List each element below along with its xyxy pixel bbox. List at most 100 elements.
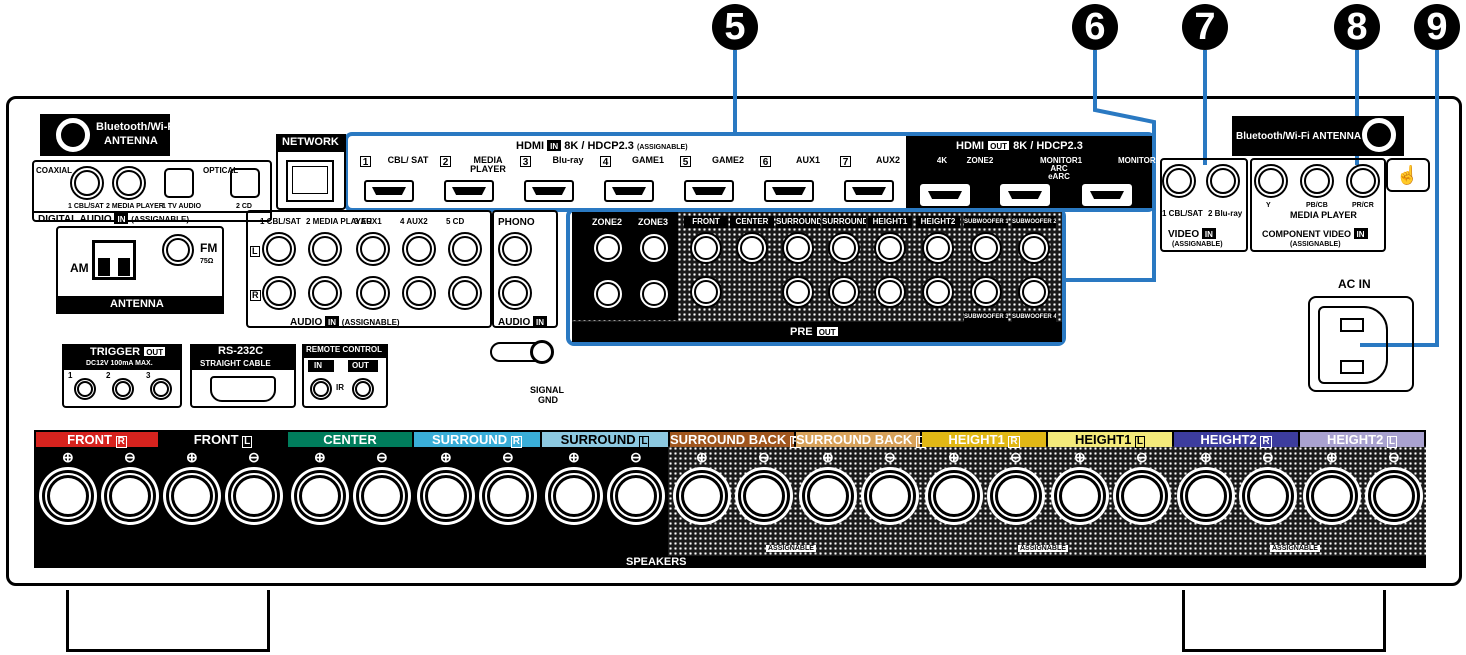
audio-in-jack-l-5[interactable] [448,232,482,266]
pre-out-jack-bottom-7[interactable] [970,276,1002,308]
audio-in-jack-l-2[interactable] [308,232,342,266]
hdmi-in-port-6[interactable] [764,180,814,202]
video-jack-1[interactable] [1162,164,1196,198]
hand-icon: ☝ [1396,165,1419,185]
audio-in-jack-l-1[interactable] [262,232,296,266]
pre-out-jack-bottom-1[interactable] [690,276,722,308]
hdmi-out-port-2[interactable] [1000,184,1050,206]
hdmi-in-port-7[interactable] [844,180,894,202]
rs232c-port[interactable] [210,376,276,402]
speaker-terminal-minus-2[interactable] [228,470,280,522]
speaker-plus-6: ⊕ [696,449,708,465]
speaker-terminal-minus-6[interactable] [738,470,790,522]
hdmi-in-port-5[interactable] [684,180,734,202]
component-jack-pr[interactable] [1346,164,1380,198]
pre-out-jack-bottom-5[interactable] [874,276,906,308]
trigger-jack-3[interactable] [150,378,172,400]
speaker-terminal-plus-4[interactable] [420,470,472,522]
bt-antenna-left-jack[interactable] [56,118,90,152]
hdmi-in-port-1[interactable] [364,180,414,202]
pre-out-jack-top-4[interactable] [828,232,860,264]
component-jack-pb[interactable] [1300,164,1334,198]
zone-label-2: ZONE3 [638,217,669,227]
hdmi-in-port-2[interactable] [444,180,494,202]
speaker-terminal-plus-1[interactable] [42,470,94,522]
pre-out-jack-bottom-3[interactable] [782,276,814,308]
speaker-terminal-minus-10[interactable] [1242,470,1294,522]
hdmi-in-num-3: 3 [520,156,531,168]
zone-jack-l-2[interactable] [638,232,670,264]
audio-in-label-3: 3 AUX1 [354,217,382,226]
coaxial-jack-2[interactable] [112,166,146,200]
pre-out-jack-bottom-4[interactable] [828,276,860,308]
ac-in-socket[interactable] [1318,306,1388,384]
hdmi-in-port-4[interactable] [604,180,654,202]
callout-9: 9 [1414,4,1460,50]
speaker-terminal-minus-4[interactable] [482,470,534,522]
ethernet-port[interactable] [286,160,334,202]
audio-in-panel [246,210,492,328]
component-jack-y[interactable] [1254,164,1288,198]
zone-jack-l-1[interactable] [592,232,624,264]
speaker-terminal-plus-6[interactable] [676,470,728,522]
audio-in-jack-r-4[interactable] [402,276,436,310]
pre-out-jack-bottom-6[interactable] [922,276,954,308]
speaker-terminal-minus-3[interactable] [356,470,408,522]
audio-in-jack-r-3[interactable] [356,276,390,310]
speaker-terminal-minus-7[interactable] [864,470,916,522]
remote-out-jack[interactable] [352,378,374,400]
zone-jack-r-2[interactable] [638,278,670,310]
speaker-terminal-minus-1[interactable] [104,470,156,522]
signal-gnd-label-1: SIGNAL [530,385,565,395]
speaker-terminal-minus-5[interactable] [610,470,662,522]
hdmi-out-port-1[interactable] [920,184,970,206]
speaker-terminal-minus-9[interactable] [1116,470,1168,522]
speaker-terminal-plus-9[interactable] [1054,470,1106,522]
trigger-num-2: 2 [106,371,111,380]
bt-antenna-right-jack[interactable] [1362,118,1396,152]
signal-gnd-screw[interactable] [530,340,554,364]
speaker-minus-3: ⊖ [376,449,388,465]
hdmi-out-label-4: MONITOR2 [1118,156,1161,165]
audio-in-jack-l-3[interactable] [356,232,390,266]
phono-jack-r[interactable] [498,276,532,310]
hdmi-in-port-3[interactable] [524,180,574,202]
optical-jack-1[interactable] [164,168,194,198]
audio-in-jack-r-5[interactable] [448,276,482,310]
pre-out-label-8: SUBWOOFER 2 [1012,216,1056,228]
pre-out-jack-top-5[interactable] [874,232,906,264]
speaker-side-5: L [639,436,650,448]
speaker-terminal-plus-10[interactable] [1180,470,1232,522]
speaker-terminal-minus-8[interactable] [990,470,1042,522]
trigger-jack-2[interactable] [112,378,134,400]
pre-out-label-2: CENTER [730,216,774,228]
speaker-terminal-plus-5[interactable] [548,470,600,522]
pre-out-jack-top-6[interactable] [922,232,954,264]
speaker-terminal-plus-8[interactable] [928,470,980,522]
speaker-terminal-plus-3[interactable] [294,470,346,522]
hdmi-out-port-3[interactable] [1082,184,1132,206]
remote-in-jack[interactable] [310,378,332,400]
phono-jack-l[interactable] [498,232,532,266]
speaker-terminal-plus-7[interactable] [802,470,854,522]
pre-out-jack-top-1[interactable] [690,232,722,264]
pre-out-label-1: FRONT [684,216,728,228]
pre-out-jack-bottom-8[interactable] [1018,276,1050,308]
audio-in-jack-l-4[interactable] [402,232,436,266]
pre-out-jack-top-7[interactable] [970,232,1002,264]
audio-in-jack-r-1[interactable] [262,276,296,310]
video-jack-2[interactable] [1206,164,1240,198]
am-terminal[interactable] [92,240,136,280]
pre-out-jack-top-2[interactable] [736,232,768,264]
speaker-terminal-plus-11[interactable] [1306,470,1358,522]
coaxial-jack-1[interactable] [70,166,104,200]
pre-out-jack-top-3[interactable] [782,232,814,264]
pre-out-jack-top-8[interactable] [1018,232,1050,264]
audio-in-jack-r-2[interactable] [308,276,342,310]
speaker-terminal-plus-2[interactable] [166,470,218,522]
zone-jack-r-1[interactable] [592,278,624,310]
trigger-jack-1[interactable] [74,378,96,400]
speaker-terminal-minus-11[interactable] [1368,470,1420,522]
fm-jack[interactable] [162,234,194,266]
optical-jack-2[interactable] [230,168,260,198]
